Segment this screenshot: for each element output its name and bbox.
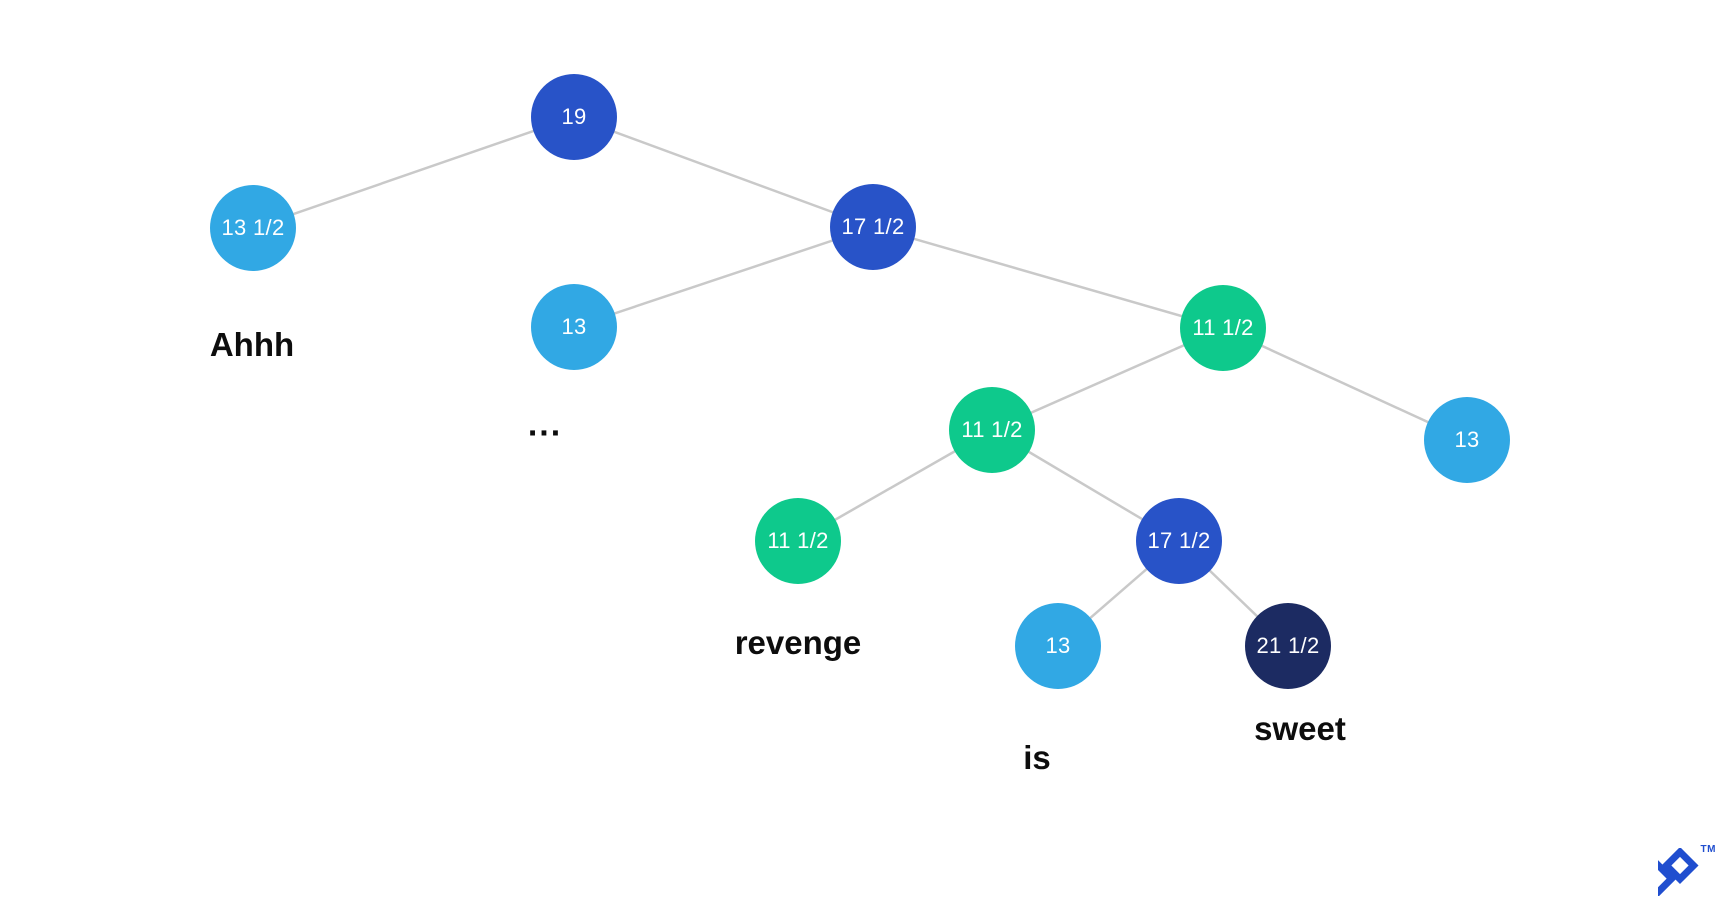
tree-edge — [252, 115, 575, 230]
caption-sweet: sweet — [1254, 710, 1346, 747]
caption-is: is — [1023, 739, 1051, 776]
caption-ellipsis: ... — [527, 405, 563, 444]
tree-node-rrl: 11 1/2 — [949, 387, 1035, 473]
tree-node-rrr: 13 — [1424, 397, 1510, 483]
caption-ahhh: Ahhh — [209, 326, 295, 363]
trademark-label: TM — [1700, 844, 1716, 855]
tree-edge — [872, 225, 1224, 330]
tree-node-l: 13 1/2 — [210, 185, 296, 271]
tree-node-rr: 11 1/2 — [1180, 285, 1266, 371]
toptal-logo: TM — [1658, 842, 1716, 898]
tree-node-rrlrl: 13 — [1015, 603, 1101, 689]
tree-edge — [1222, 326, 1468, 442]
toptal-logo-icon — [1658, 848, 1699, 896]
caption-revenge: revenge — [734, 624, 862, 661]
tree-node-rrlrr: 21 1/2 — [1245, 603, 1331, 689]
tree-edge — [573, 225, 874, 329]
tree-node-rrlr: 17 1/2 — [1136, 498, 1222, 584]
tree-node-rl: 13 — [531, 284, 617, 370]
tree-node-r: 17 1/2 — [830, 184, 916, 270]
tree-node-root: 19 — [531, 74, 617, 160]
tree-node-rrll: 11 1/2 — [755, 498, 841, 584]
tree-edge — [573, 115, 874, 229]
